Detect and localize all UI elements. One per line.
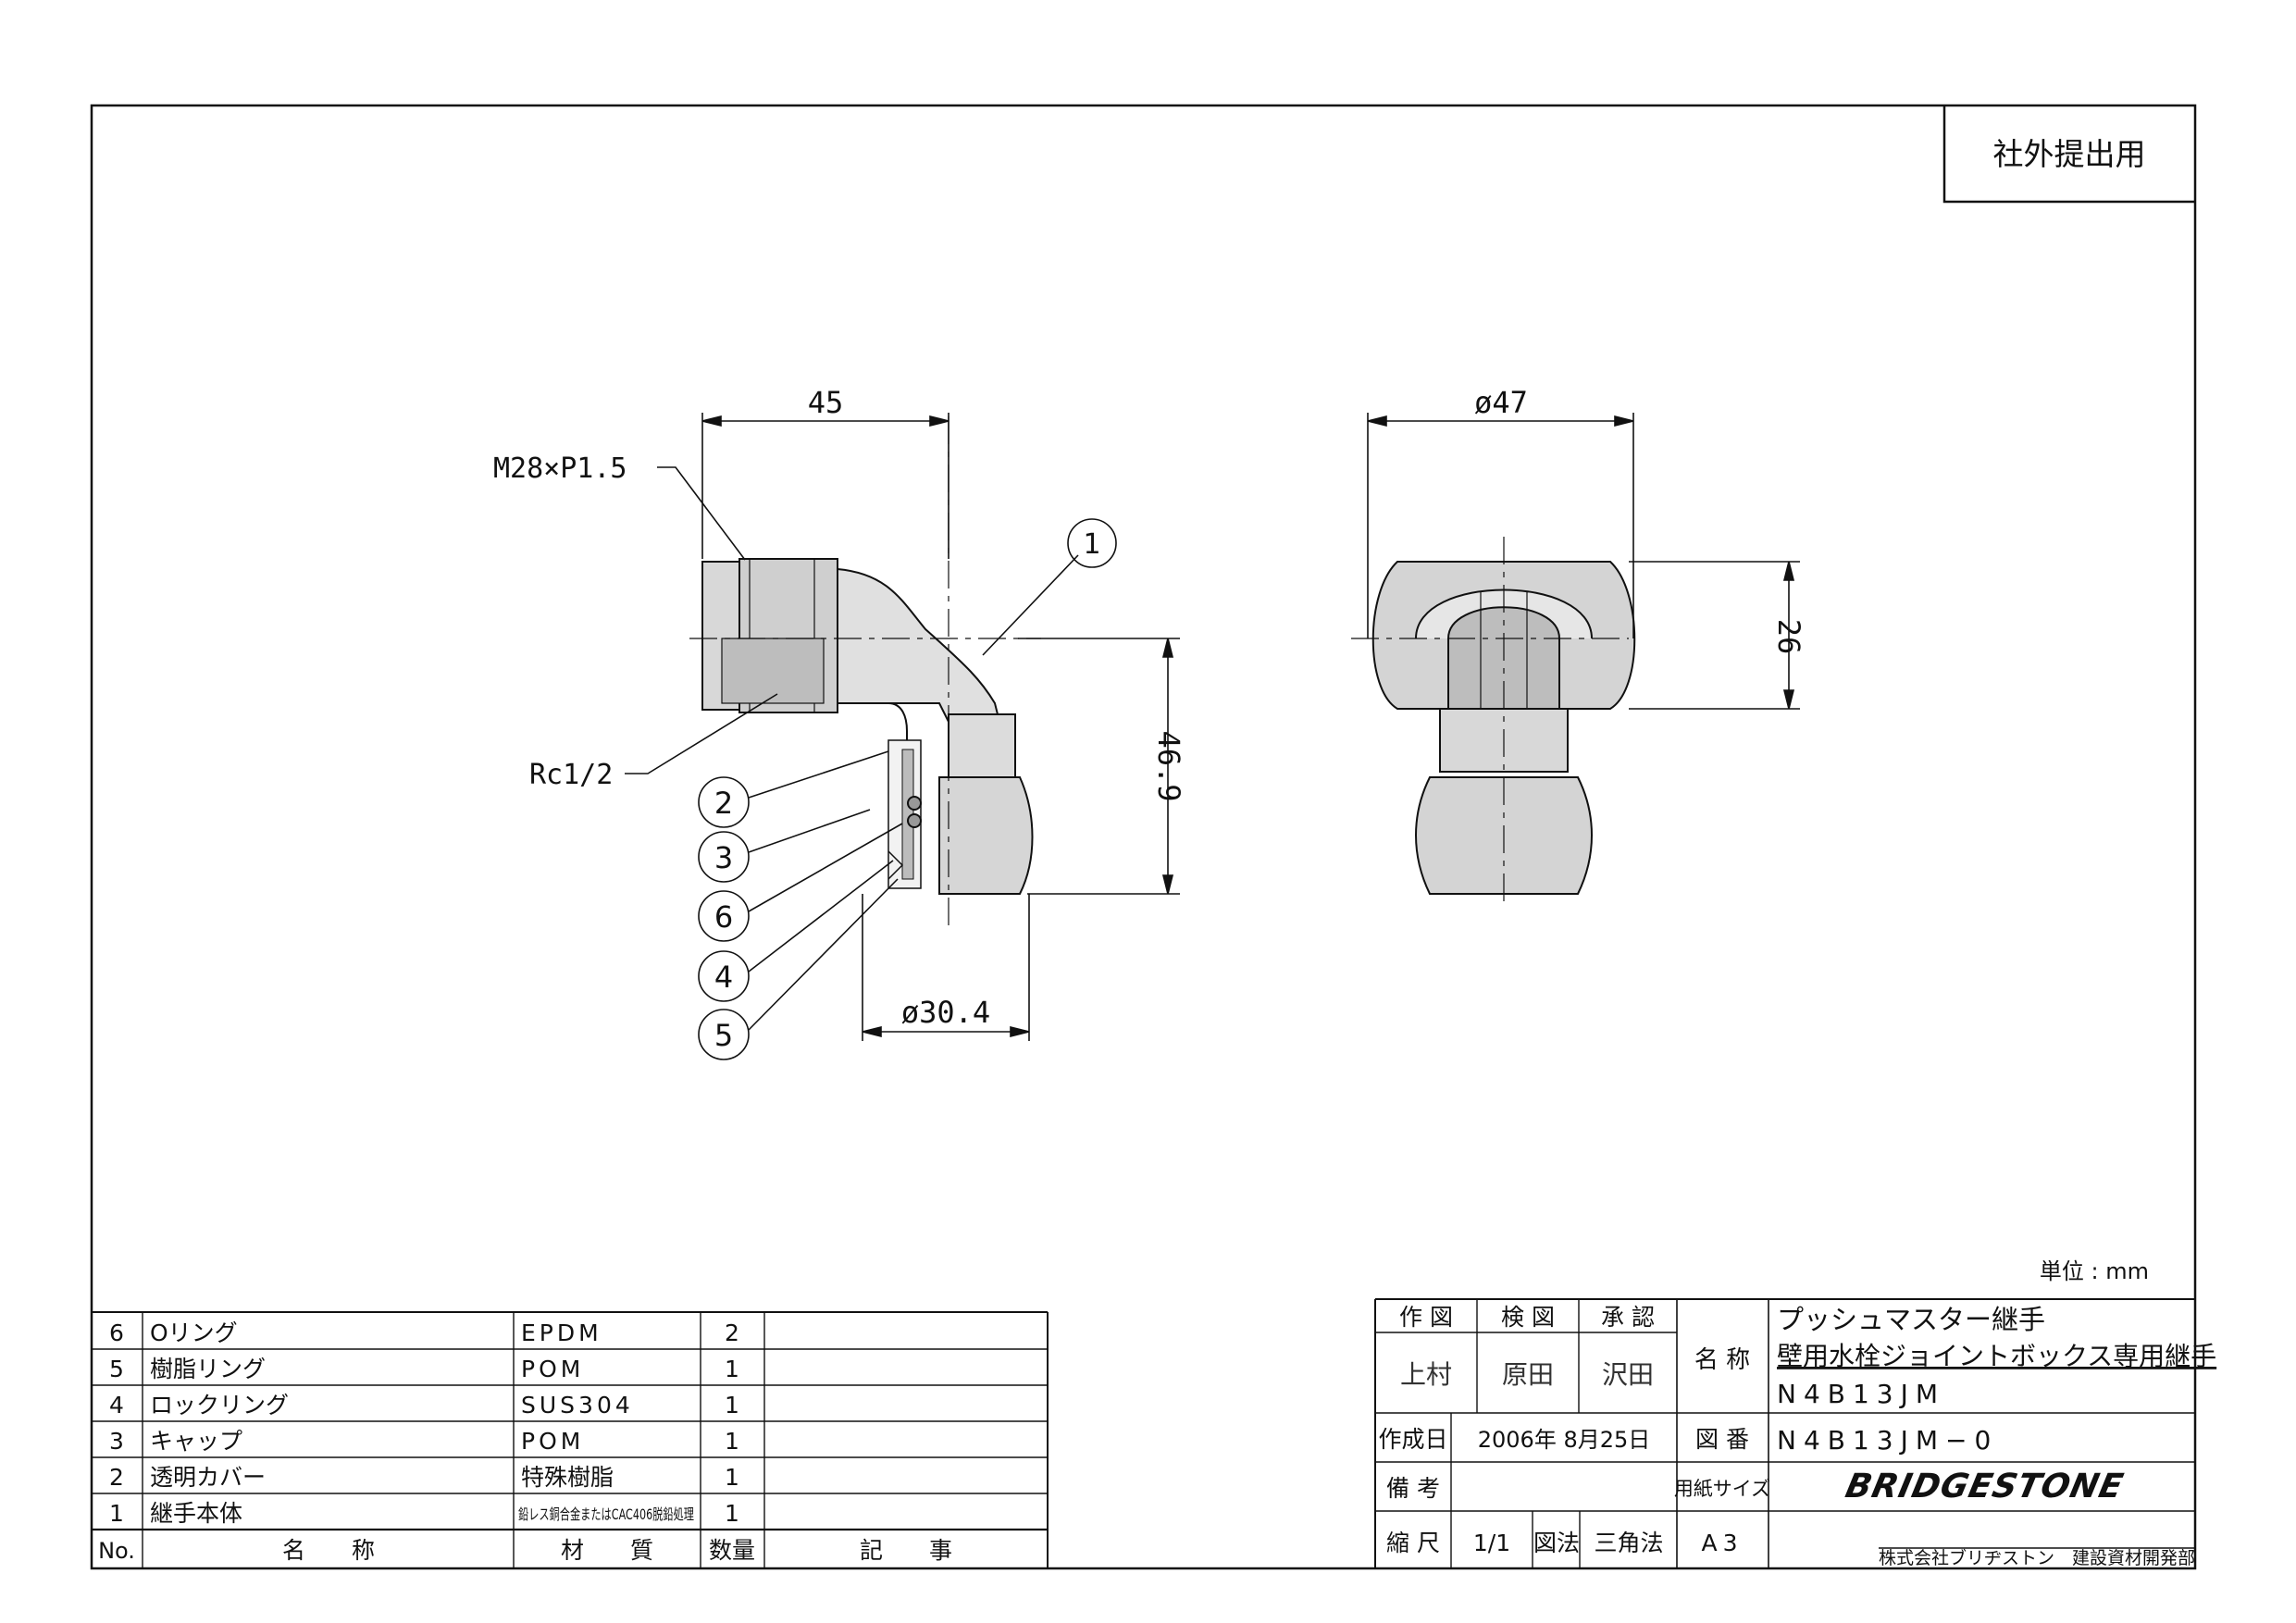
product-code: N4B13JM bbox=[1777, 1379, 1945, 1409]
dim-diameter-30-4: ø30.4 bbox=[901, 995, 990, 1030]
part-no: 3 bbox=[109, 1428, 124, 1455]
part-no: 1 bbox=[109, 1500, 124, 1527]
parts-row: 3 キャップ POM 1 bbox=[109, 1428, 739, 1455]
brand-logo: BRIDGESTONE bbox=[1843, 1466, 2128, 1505]
header-material: 材 質 bbox=[561, 1537, 653, 1564]
checked-header: 検 図 bbox=[1501, 1304, 1555, 1331]
sheet-border bbox=[90, 104, 2197, 1570]
part-material: POM bbox=[521, 1356, 584, 1382]
parts-header-row: No. 名 称 材 質 数量 記 事 bbox=[98, 1537, 952, 1564]
balloons bbox=[698, 518, 1117, 1060]
balloon-label-3: 3 bbox=[714, 840, 733, 875]
part-name: 継手本体 bbox=[150, 1500, 242, 1527]
part-name: キャップ bbox=[150, 1428, 242, 1455]
drawn-by: 上村 bbox=[1400, 1359, 1452, 1390]
parts-row: 6 Oリング EPDM 2 bbox=[109, 1319, 739, 1346]
remarks-header: 備 考 bbox=[1386, 1475, 1440, 1502]
part-material: 特殊樹脂 bbox=[521, 1464, 614, 1491]
date-header: 作成日 bbox=[1378, 1426, 1447, 1453]
balloon-3 bbox=[698, 831, 750, 883]
projection-value: 三角法 bbox=[1594, 1530, 1663, 1556]
scale-value: 1/1 bbox=[1473, 1530, 1510, 1556]
stamp-text: 社外提出用 bbox=[1993, 136, 2146, 172]
side-dimensions bbox=[625, 413, 1180, 1041]
taper-label: Rc1/2 bbox=[529, 759, 613, 791]
approved-by: 沢田 bbox=[1602, 1359, 1654, 1390]
parts-row: 1 継手本体 鉛レス銅合金またはCAC406脱鉛処理 1 bbox=[109, 1500, 739, 1527]
thread-label: M28×P1.5 bbox=[493, 452, 627, 485]
balloon-label-2: 2 bbox=[714, 786, 733, 821]
dim-height-26: 26 bbox=[1771, 619, 1806, 655]
front-dimension-labels: ø47 26 bbox=[1474, 385, 1806, 654]
drawn-header: 作 図 bbox=[1399, 1304, 1453, 1331]
header-qty: 数量 bbox=[709, 1537, 755, 1564]
balloon-label-5: 5 bbox=[714, 1018, 733, 1053]
parts-row: 5 樹脂リング POM 1 bbox=[109, 1356, 739, 1382]
front-dimensions bbox=[1367, 413, 1800, 710]
part-material: 鉛レス銅合金またはCAC406脱鉛処理 bbox=[518, 1505, 694, 1523]
unit-label: 単位 : mm bbox=[2040, 1258, 2149, 1284]
scale-header: 縮 尺 bbox=[1386, 1530, 1440, 1556]
part-name: Oリング bbox=[150, 1319, 238, 1346]
company-name: 株式会社ブリヂストン 建設資材開発部 bbox=[1879, 1547, 2195, 1568]
name-header: 名 称 bbox=[1694, 1346, 1750, 1374]
header-note: 記 事 bbox=[860, 1537, 952, 1564]
part-name: ロックリング bbox=[150, 1392, 289, 1419]
product-subname: 壁用水栓ジョイントボックス専用継手 bbox=[1777, 1341, 2216, 1371]
title-block-grid bbox=[1374, 1298, 2195, 1568]
part-material: SUS304 bbox=[521, 1392, 634, 1419]
part-qty: 1 bbox=[725, 1428, 739, 1455]
parts-list-grid bbox=[92, 1311, 1049, 1568]
balloon-4 bbox=[698, 950, 750, 1002]
balloon-label-4: 4 bbox=[714, 960, 733, 995]
part-qty: 1 bbox=[725, 1464, 739, 1491]
parts-list: 6 Oリング EPDM 2 5 樹脂リング POM 1 4 ロックリング SUS… bbox=[98, 1319, 952, 1564]
creation-date: 2006年 8月25日 bbox=[1478, 1427, 1651, 1453]
part-name: 透明カバー bbox=[150, 1464, 266, 1491]
part-qty: 2 bbox=[725, 1319, 739, 1346]
dim-width-45: 45 bbox=[808, 385, 844, 420]
part-no: 4 bbox=[109, 1392, 124, 1419]
balloon-label-6: 6 bbox=[714, 899, 733, 935]
balloon-1 bbox=[1067, 518, 1117, 568]
balloon-5 bbox=[698, 1009, 750, 1060]
projection-header: 図法 bbox=[1533, 1530, 1580, 1556]
drawing-no-header: 図 番 bbox=[1695, 1426, 1749, 1453]
balloon-2 bbox=[698, 776, 750, 828]
part-name: 樹脂リング bbox=[150, 1356, 266, 1382]
dim-height-46-9: 46.9 bbox=[1151, 730, 1186, 801]
part-qty: 1 bbox=[725, 1500, 739, 1527]
balloon-labels: 1 2 3 6 4 5 bbox=[714, 528, 1101, 1053]
checked-by: 原田 bbox=[1502, 1359, 1554, 1390]
parts-row: 2 透明カバー 特殊樹脂 1 bbox=[109, 1464, 739, 1491]
balloon-6 bbox=[698, 890, 750, 942]
parts-row: 4 ロックリング SUS304 1 bbox=[109, 1392, 739, 1419]
paper-size-value: A3 bbox=[1701, 1530, 1743, 1556]
product-name: プッシュマスター継手 bbox=[1777, 1304, 2045, 1335]
part-qty: 1 bbox=[725, 1392, 739, 1419]
part-no: 5 bbox=[109, 1356, 124, 1382]
balloon-label-1: 1 bbox=[1083, 528, 1100, 561]
part-material: POM bbox=[521, 1428, 584, 1455]
drawing-no: N4B13JM−0 bbox=[1777, 1425, 1998, 1456]
side-dimension-labels: 45 46.9 ø30.4 M28×P1.5 Rc1/2 bbox=[493, 385, 1186, 1030]
header-name: 名 称 bbox=[282, 1537, 375, 1564]
header-no: No. bbox=[98, 1538, 135, 1564]
paper-size-header: 用紙サイズ bbox=[1674, 1478, 1770, 1500]
side-view bbox=[689, 416, 1041, 925]
dim-diameter-47: ø47 bbox=[1474, 385, 1528, 420]
title-block: 作 図 検 図 承 認 上村 原田 沢田 名 称 プッシュマスター継手 壁用水栓… bbox=[1378, 1304, 2216, 1568]
approved-header: 承 認 bbox=[1601, 1304, 1655, 1331]
part-no: 6 bbox=[109, 1319, 124, 1346]
part-qty: 1 bbox=[725, 1356, 739, 1382]
front-view bbox=[1351, 537, 1636, 907]
stamp-box: 社外提出用 bbox=[1942, 105, 2195, 204]
part-no: 2 bbox=[109, 1464, 124, 1491]
part-material: EPDM bbox=[521, 1319, 602, 1346]
